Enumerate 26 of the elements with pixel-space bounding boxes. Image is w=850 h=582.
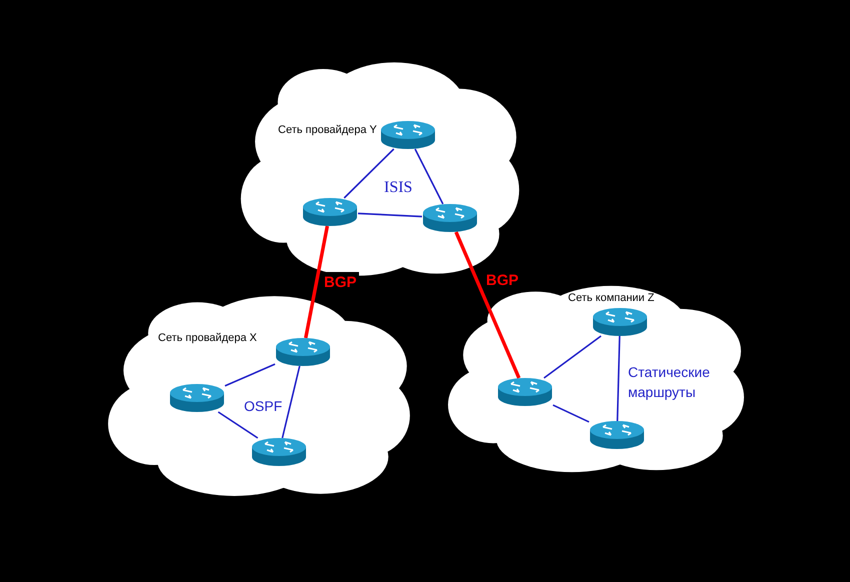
network-label: Сеть провайдера X (158, 331, 258, 346)
network-link (218, 411, 258, 439)
network-label: Сеть компании Z (568, 291, 656, 306)
network-label: Сеть провайдера Y (278, 123, 378, 138)
router-icon (497, 376, 553, 408)
network-link (544, 335, 602, 379)
network-link (616, 336, 620, 422)
bgp-link (454, 231, 521, 379)
network-link (358, 212, 422, 218)
network-link (224, 363, 276, 387)
router-icon (380, 119, 436, 151)
router-icon (592, 306, 648, 338)
protocol-label: ISIS (384, 178, 414, 198)
router-icon (422, 202, 478, 234)
router-icon (275, 336, 331, 368)
network-link (282, 366, 300, 438)
router-icon (589, 419, 645, 451)
network-link (344, 148, 394, 199)
network-link (552, 404, 590, 423)
router-icon (169, 382, 225, 414)
router-icon (302, 196, 358, 228)
bgp-link (304, 226, 330, 338)
protocol-label: OSPF (244, 397, 284, 416)
network-link (414, 148, 444, 204)
protocol-label: Статические маршруты (628, 363, 711, 402)
router-icon (251, 436, 307, 468)
